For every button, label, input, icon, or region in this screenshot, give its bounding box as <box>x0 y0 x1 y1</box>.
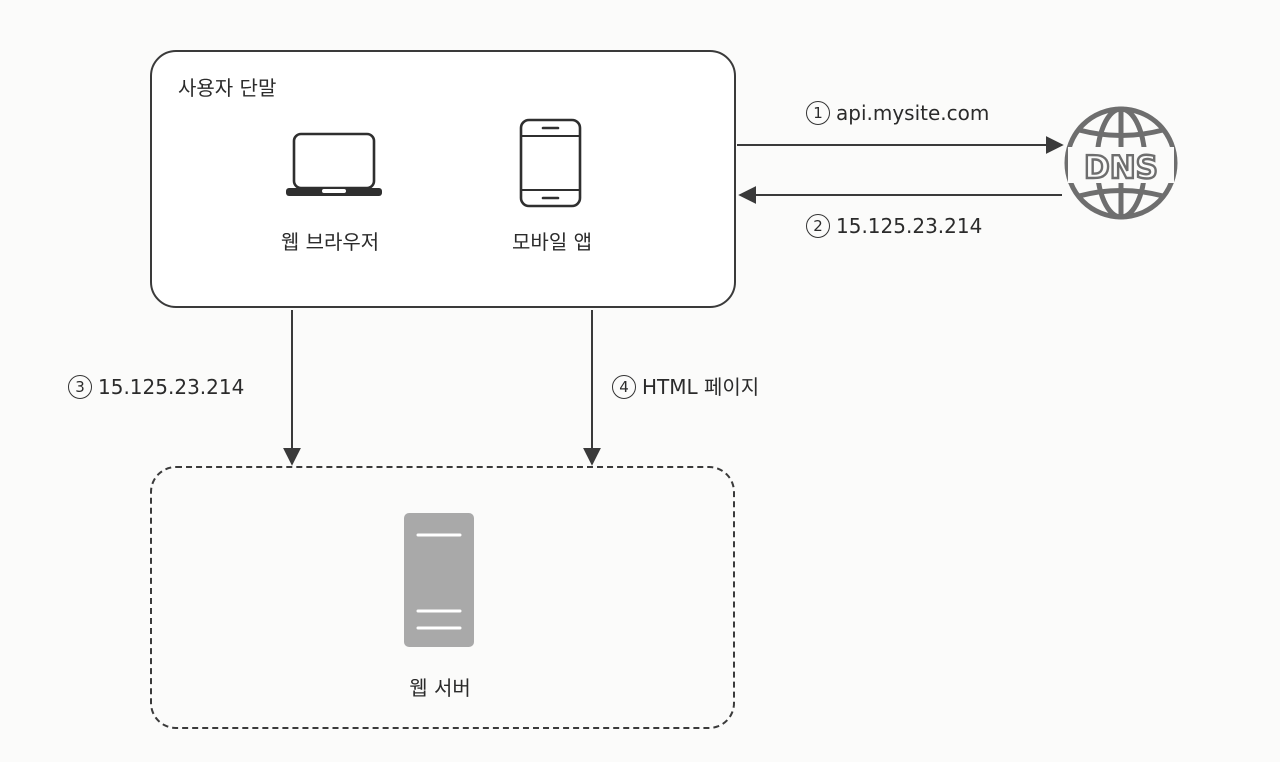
client-box-title: 사용자 단말 <box>178 76 277 100</box>
step-3-label: 3 15.125.23.214 <box>68 374 244 400</box>
step-1-number-badge: 1 <box>806 101 830 125</box>
step-4-label: 4 HTML 페이지 <box>612 374 759 400</box>
mobile-app-label: 모바일 앱 <box>512 230 592 254</box>
step-1-text: api.mysite.com <box>836 101 990 125</box>
globe-icon <box>1064 106 1178 220</box>
step-2-number-badge: 2 <box>806 214 830 238</box>
step-4-text: HTML 페이지 <box>642 375 760 399</box>
step-4-number-badge: 4 <box>612 375 636 399</box>
step-3-number-badge: 3 <box>68 375 92 399</box>
step-2-text: 15.125.23.214 <box>836 214 983 238</box>
dns-label: DNS <box>1084 150 1158 186</box>
web-browser-label: 웹 브라우저 <box>280 230 380 254</box>
step-2-label: 2 15.125.23.214 <box>806 213 982 239</box>
client-device-box <box>150 50 736 308</box>
step-3-text: 15.125.23.214 <box>98 375 245 399</box>
step-1-label: 1 api.mysite.com <box>806 100 989 126</box>
web-server-label: 웹 서버 <box>409 676 471 700</box>
dns-label-background <box>1068 147 1174 183</box>
web-server-box <box>150 466 735 729</box>
